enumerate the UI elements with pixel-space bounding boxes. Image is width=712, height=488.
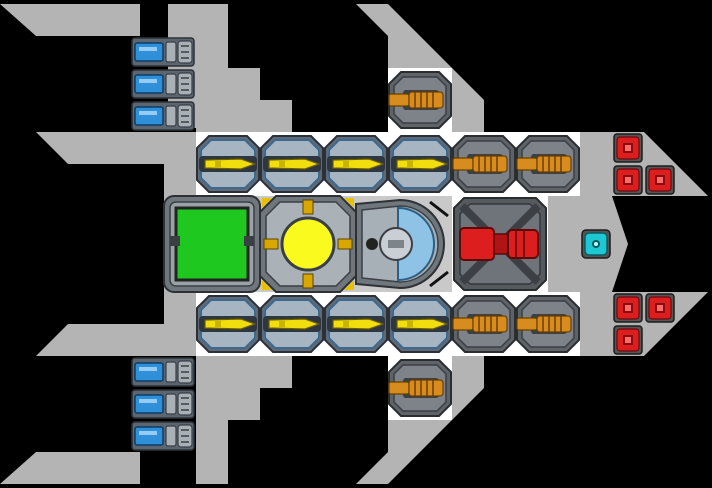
reactor-screen-module[interactable] bbox=[163, 195, 261, 293]
red-cell[interactable] bbox=[613, 133, 643, 163]
cannon-turret[interactable] bbox=[452, 135, 516, 193]
cannon-turret-upper[interactable] bbox=[388, 71, 452, 129]
missile-pod[interactable] bbox=[388, 135, 452, 193]
battery-module bbox=[131, 101, 195, 131]
cannon-turret[interactable] bbox=[452, 295, 516, 353]
missile-pod[interactable] bbox=[388, 295, 452, 353]
battery-module bbox=[131, 69, 195, 99]
cyan-node-module[interactable] bbox=[581, 229, 611, 259]
battery-module bbox=[131, 421, 195, 451]
red-engine-module[interactable] bbox=[453, 197, 547, 291]
missile-pod[interactable] bbox=[260, 135, 324, 193]
cannon-turret[interactable] bbox=[516, 135, 580, 193]
power-core-module[interactable] bbox=[259, 195, 357, 293]
cannon-turret[interactable] bbox=[516, 295, 580, 353]
missile-pod[interactable] bbox=[324, 135, 388, 193]
battery-bank-top bbox=[131, 37, 195, 131]
red-cell[interactable] bbox=[613, 293, 643, 323]
battery-bank-bottom bbox=[131, 357, 195, 451]
missile-pod[interactable] bbox=[196, 135, 260, 193]
battery-module bbox=[131, 37, 195, 67]
battery-module bbox=[131, 389, 195, 419]
missile-pod[interactable] bbox=[324, 295, 388, 353]
missile-pod[interactable] bbox=[260, 295, 324, 353]
red-cell[interactable] bbox=[613, 165, 643, 195]
cannon-turret-lower[interactable] bbox=[388, 359, 452, 417]
red-cell[interactable] bbox=[613, 325, 643, 355]
red-cell[interactable] bbox=[645, 293, 675, 323]
red-cell[interactable] bbox=[645, 165, 675, 195]
shield-dome-module[interactable] bbox=[355, 198, 449, 290]
missile-pod[interactable] bbox=[196, 295, 260, 353]
battery-module bbox=[131, 357, 195, 387]
